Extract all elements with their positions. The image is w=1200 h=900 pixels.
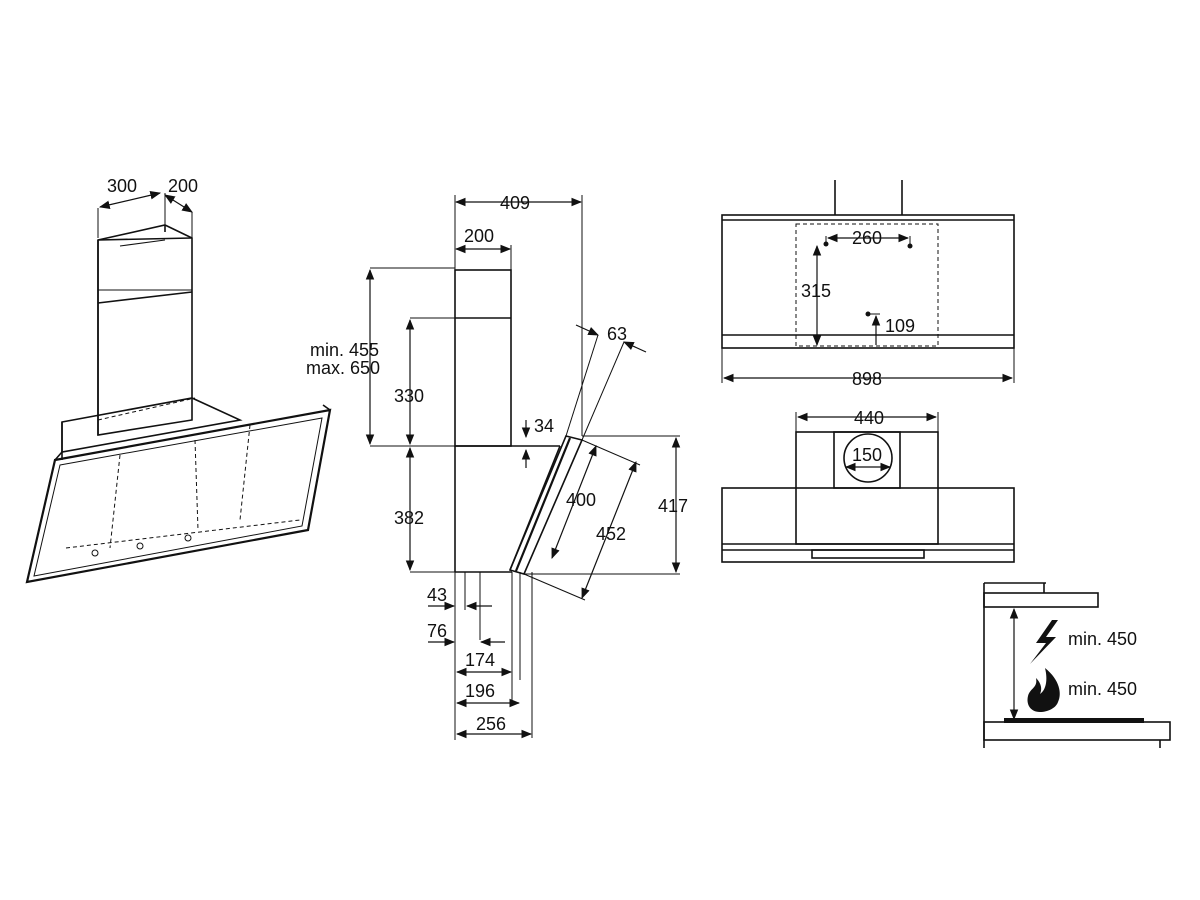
glass-inner-label: 400 [566,490,596,510]
gas-flame-icon [1027,668,1060,712]
width-label: 300 [107,176,137,196]
width-196-label: 196 [465,681,495,701]
overall-depth-label: 409 [500,193,530,213]
offset-76-label: 76 [427,621,447,641]
width-174-label: 174 [465,650,495,670]
hole-spacing-label: 260 [852,228,882,248]
offset-109-label: 109 [885,316,915,336]
top-view: 260 315 109 898 [721,180,1015,389]
body-height-label: 382 [394,508,424,528]
overall-width-label: 898 [852,369,882,389]
glass-thickness-label: 63 [607,324,627,344]
vertical-315-label: 315 [801,281,831,301]
width-256-label: 256 [476,714,506,734]
height-min-label: min. 455 [310,340,379,360]
gas-clearance-label: min. 450 [1068,679,1137,699]
chimney-depth-label: 200 [464,226,494,246]
side-view: 409 200 min. 455 max. 650 330 382 34 63 … [306,193,688,740]
clearance-diagram: min. 450 min. 450 [983,582,1171,748]
electric-icon [1030,620,1058,664]
front-height-label: 417 [658,496,688,516]
duct-diameter-label: 150 [852,445,882,465]
depth-label: 200 [168,176,198,196]
upper-chimney-label: 330 [394,386,424,406]
electric-clearance-label: min. 450 [1068,629,1137,649]
outlet-width-label: 440 [854,408,884,428]
gap-label: 34 [534,416,554,436]
perspective-view: 300 200 [25,176,332,584]
height-max-label: max. 650 [306,358,380,378]
glass-outer-label: 452 [596,524,626,544]
front-view: 440 150 [721,408,1015,563]
offset-43-label: 43 [427,585,447,605]
